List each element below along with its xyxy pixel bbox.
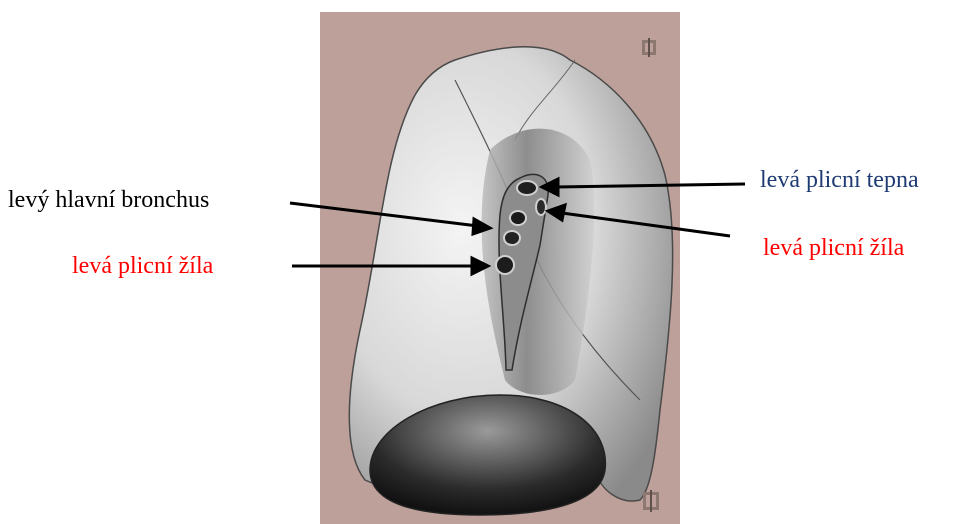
label-left-main-bronchus: levý hlavní bronchus bbox=[8, 186, 209, 214]
watermark-logo-bottom bbox=[643, 490, 659, 512]
label-left-pulmonary-vein-right: levá plicní žíla bbox=[763, 234, 904, 262]
vein-lumen-lower bbox=[496, 256, 514, 274]
bronchus-lumen-2 bbox=[504, 231, 520, 245]
label-left-pulmonary-artery: levá plicní tepna bbox=[760, 166, 919, 194]
vein-lumen-upper bbox=[536, 199, 546, 215]
bronchus-lumen bbox=[510, 211, 526, 225]
label-left-pulmonary-vein-left: levá plicní žíla bbox=[72, 252, 213, 280]
watermark-logo-top bbox=[642, 38, 656, 57]
artery-lumen bbox=[517, 181, 537, 195]
